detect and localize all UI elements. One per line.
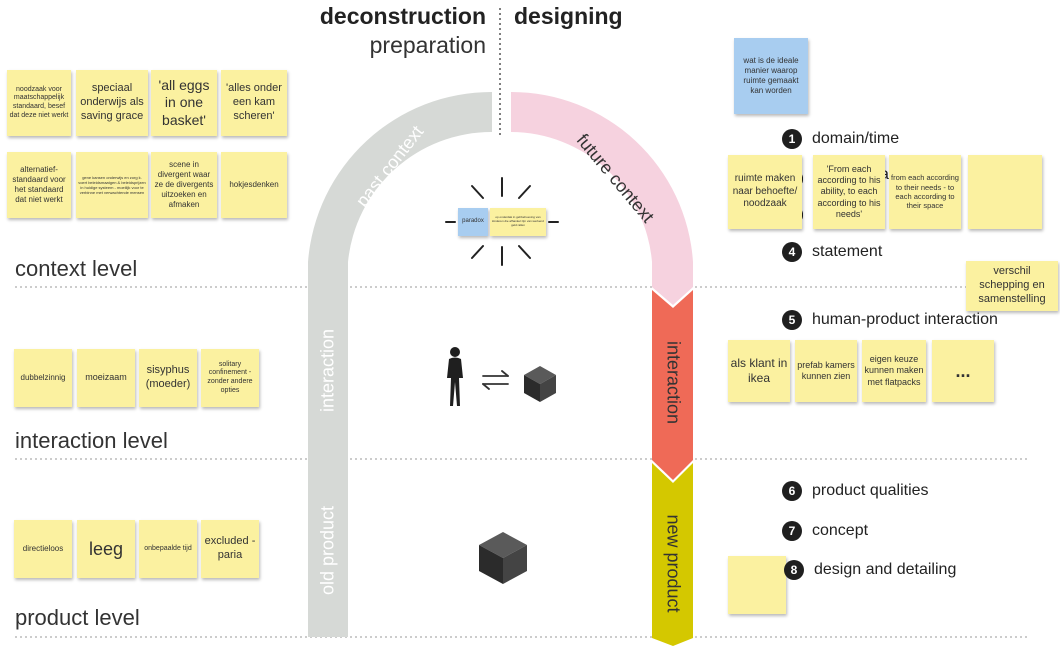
interaction-note: sisyphus (moeder): [139, 349, 197, 407]
step-label: statement: [812, 243, 883, 260]
right-interaction-label: interaction: [663, 340, 684, 425]
right-context-note: from each according to their needs - to …: [889, 155, 961, 229]
step-number: 7: [782, 521, 802, 541]
step-number: 8: [784, 560, 804, 580]
old-product-label: old product: [317, 505, 338, 596]
step-concept: 7 concept: [782, 521, 868, 541]
step-label: human-product interaction: [812, 311, 998, 328]
context-note: noodzaak voor maatschappelijk standaard,…: [7, 70, 71, 136]
exchange-arrows-icon: [482, 370, 509, 390]
step-product-qualities: 6 product qualities: [782, 481, 929, 501]
context-note: alternatief-standaard voor het standaard…: [7, 152, 71, 218]
new-product-band: [652, 463, 693, 646]
future-context-band: [511, 91, 693, 305]
right-interaction-band: [652, 290, 693, 480]
step-label: concept: [812, 522, 869, 539]
left-interaction-label: interaction: [317, 328, 338, 413]
context-level-label: context level: [15, 256, 138, 281]
right-context-note: 'From each according to his ability, to …: [813, 155, 885, 229]
step-design-and-detailing: 8 design and detailing: [784, 560, 956, 580]
interaction-level-label: interaction level: [15, 428, 168, 453]
step-number: 1: [782, 129, 802, 149]
step-number: 6: [782, 481, 802, 501]
right-interaction-note: eigen keuze kunnen maken met flatpacks: [862, 340, 926, 402]
blank-note: [728, 556, 786, 614]
step-label: product qualities: [812, 482, 929, 499]
interaction-note: moeizaam: [77, 349, 135, 407]
paradox-note: paradox: [458, 208, 488, 236]
interaction-note: dubbelzinnig: [14, 349, 72, 407]
cube-icon-small: [524, 366, 556, 402]
product-note: onbepaalde tijd: [139, 520, 197, 578]
verschil-note: verschil schepping en samenstelling: [966, 261, 1058, 311]
person-icon: [447, 347, 463, 406]
context-note: gene kansen onderwijs en zorg k. voert b…: [76, 152, 148, 218]
question-note: wat is de ideale manier waarop ruimte ge…: [734, 38, 808, 114]
context-note: speciaal onderwijs als saving grace: [76, 70, 148, 136]
left-interaction-band: [308, 266, 348, 456]
old-product-band: [308, 436, 348, 637]
designing-title: designing: [514, 3, 623, 29]
paradox-detail-note: op onderdak in gehbehoeving van kinderen…: [490, 208, 546, 236]
right-context-note: [968, 155, 1042, 229]
right-context-note: ruimte maken naar behoefte/ noodzaak: [728, 155, 802, 229]
product-note: directieloos: [14, 520, 72, 578]
step-number: 4: [782, 242, 802, 262]
step-number: 5: [782, 310, 802, 330]
preparation-subtitle: preparation: [369, 32, 486, 58]
cube-icon-large: [479, 532, 527, 584]
paradox-burst: [445, 177, 559, 266]
step-domain-time: 1 domain/time: [782, 129, 899, 149]
deconstruction-title: deconstruction: [319, 3, 486, 29]
product-note: excluded - paria: [201, 520, 259, 578]
interaction-note: solitary confinement - zonder andere opt…: [201, 349, 259, 407]
step-human-product-interaction: 5 human-product interaction: [782, 310, 998, 330]
step-label: design and detailing: [814, 561, 957, 578]
context-note: scene in divergent waar ze de divergents…: [151, 152, 217, 218]
right-interaction-note: ...: [932, 340, 994, 402]
past-context-band: [308, 91, 492, 285]
product-level-label: product level: [15, 605, 140, 630]
new-product-label: new product: [663, 514, 684, 613]
context-note: 'alles onder een kam scheren': [221, 70, 287, 136]
context-note: 'all eggs in one basket': [151, 70, 217, 136]
right-interaction-note: als klant in ikea: [728, 340, 790, 402]
context-note: hokjesdenken: [221, 152, 287, 218]
step-label: domain/time: [812, 130, 900, 147]
step-statement: 4 statement: [782, 242, 882, 262]
right-interaction-note: prefab kamers kunnen zien: [795, 340, 857, 402]
product-note: leeg: [77, 520, 135, 578]
